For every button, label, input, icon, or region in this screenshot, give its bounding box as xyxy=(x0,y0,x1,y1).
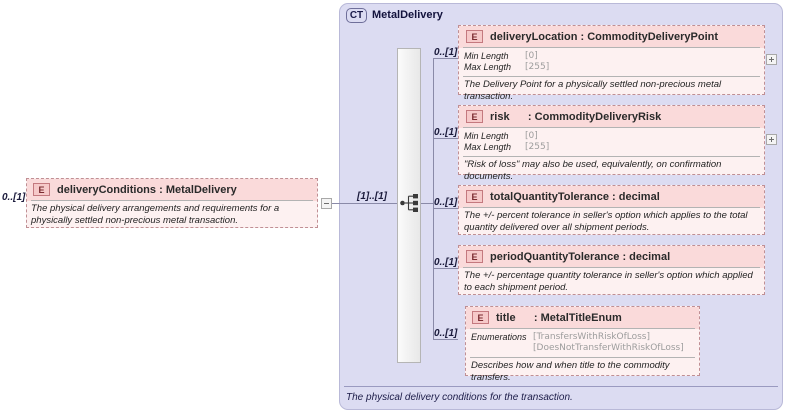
child-cardinality-2: 0..[1] xyxy=(434,197,458,208)
element-name-risk: risk : CommodityDeliveryRisk xyxy=(490,111,661,123)
element-description-2: The +/- percent tolerance in seller's op… xyxy=(464,210,748,233)
facet-value-1-1: [255] xyxy=(525,142,550,152)
branch-stub-from-group xyxy=(421,203,434,204)
element-badge-4: E xyxy=(472,311,489,324)
element-name-text-3: periodQuantityTolerance xyxy=(490,251,620,263)
element-box-title[interactable] xyxy=(465,306,700,376)
element-box-totalQuantityTolerance[interactable] xyxy=(458,185,765,235)
element-sep-a-4 xyxy=(470,328,695,329)
element-colon-4: : xyxy=(533,312,538,324)
element-sep-a-1 xyxy=(463,127,760,128)
element-name-totalQuantityTolerance: totalQuantityTolerance : decimal xyxy=(490,191,660,203)
facet-label-1-1: Max Length xyxy=(464,142,512,152)
root-element-colon: : xyxy=(159,184,163,196)
element-box-deliveryLocation[interactable] xyxy=(458,25,765,95)
element-sep-b-4 xyxy=(470,357,695,358)
element-badge-3: E xyxy=(466,250,483,263)
root-element-separator-line xyxy=(31,200,313,201)
element-description-1: "Risk of loss" may also be used, equival… xyxy=(464,159,722,182)
element-colon-3: : xyxy=(622,251,627,263)
element-sep-b-1 xyxy=(463,156,760,157)
root-element-badge: E xyxy=(33,183,50,196)
branch-spine xyxy=(433,58,434,339)
facet-value-0-1: [255] xyxy=(525,62,550,72)
root-element-description: The physical delivery arrangements and r… xyxy=(31,203,280,226)
element-header-title xyxy=(466,307,699,329)
element-type-1: CommodityDeliveryRisk xyxy=(534,111,662,123)
element-type-2: decimal xyxy=(618,191,660,203)
element-sep-a-2 xyxy=(463,207,760,208)
branch-connector-4 xyxy=(433,268,458,269)
complex-type-badge: CT xyxy=(346,8,367,23)
element-name-text-0: deliveryLocation xyxy=(490,31,578,43)
complex-type-title: MetalDelivery xyxy=(372,9,443,21)
element-expand-toggle-0[interactable] xyxy=(766,54,777,65)
element-sep-a-3 xyxy=(463,267,760,268)
element-description-3: The +/- percentage quantity tolerance in… xyxy=(464,270,753,293)
branch-connector-5 xyxy=(433,339,458,340)
element-name-periodQuantityTolerance: periodQuantityTolerance : decimal xyxy=(490,251,670,263)
element-sep-b-0 xyxy=(463,76,760,77)
element-header-deliveryLocation xyxy=(459,26,764,48)
child-cardinality-4: 0..[1] xyxy=(434,328,458,339)
element-header-periodQuantityTolerance xyxy=(459,246,764,268)
element-type-3: decimal xyxy=(629,251,671,263)
root-element-cardinality: 0..[1] xyxy=(2,192,26,203)
facet-label-1-0: Min Length xyxy=(464,131,509,141)
branch-connector-2 xyxy=(433,138,458,139)
root-element-box[interactable] xyxy=(26,178,318,228)
element-expand-toggle-1[interactable] xyxy=(766,134,777,145)
child-cardinality-1: 0..[1] xyxy=(434,127,458,138)
root-element-name: deliveryConditions : MetalDelivery xyxy=(57,184,237,196)
facet-value-4-0: [TransfersWithRiskOfLoss] xyxy=(533,332,650,342)
facet-value-0-0: [0] xyxy=(525,51,538,61)
sequence-icon xyxy=(400,192,422,214)
element-box-risk[interactable] xyxy=(458,105,765,175)
element-sep-a-0 xyxy=(463,47,760,48)
element-type-0: CommodityDeliveryPoint xyxy=(587,31,719,43)
facet-label-0-0: Min Length xyxy=(464,51,509,61)
element-type-4: MetalTitleEnum xyxy=(540,312,622,324)
element-colon-1: : xyxy=(527,111,532,123)
element-badge-0: E xyxy=(466,30,483,43)
model-group-cardinality: [1]..[1] xyxy=(357,191,387,202)
complex-type-footer-note: The physical delivery conditions for the… xyxy=(346,392,573,403)
element-badge-1: E xyxy=(466,110,483,123)
element-description-0: The Delivery Point for a physically sett… xyxy=(464,79,722,102)
facet-value-1-0: [0] xyxy=(525,131,538,141)
root-element-type: MetalDelivery xyxy=(165,184,237,196)
facet-label-0-1: Max Length xyxy=(464,62,512,72)
element-header-risk xyxy=(459,106,764,128)
root-element-header xyxy=(27,179,317,201)
element-header-totalQuantityTolerance xyxy=(459,186,764,208)
element-description-4: Describes how and when title to the comm… xyxy=(471,360,670,383)
element-name-text-1: risk xyxy=(490,111,510,123)
child-cardinality-3: 0..[1] xyxy=(434,257,458,268)
element-name-deliveryLocation: deliveryLocation : CommodityDeliveryPoin… xyxy=(490,31,718,43)
branch-connector-1 xyxy=(433,58,458,59)
element-name-text-4: title xyxy=(496,312,516,324)
element-badge-2: E xyxy=(466,190,483,203)
child-cardinality-0: 0..[1] xyxy=(434,47,458,58)
complex-type-footer-separator xyxy=(344,386,778,387)
element-name-title: title : MetalTitleEnum xyxy=(496,312,622,324)
element-box-periodQuantityTolerance[interactable] xyxy=(458,245,765,295)
facet-label-4-0: Enumerations xyxy=(471,332,527,342)
element-colon-2: : xyxy=(612,191,616,203)
branch-connector-3 xyxy=(433,208,458,209)
root-element-collapse-toggle[interactable] xyxy=(321,198,332,209)
element-colon-0: : xyxy=(580,31,585,43)
root-element-name-text: deliveryConditions xyxy=(57,184,157,196)
facet-value-4-1: [DoesNotTransferWithRiskOfLoss] xyxy=(533,343,684,353)
element-name-text-2: totalQuantityTolerance xyxy=(490,191,609,203)
connector-root-to-group xyxy=(332,203,398,204)
